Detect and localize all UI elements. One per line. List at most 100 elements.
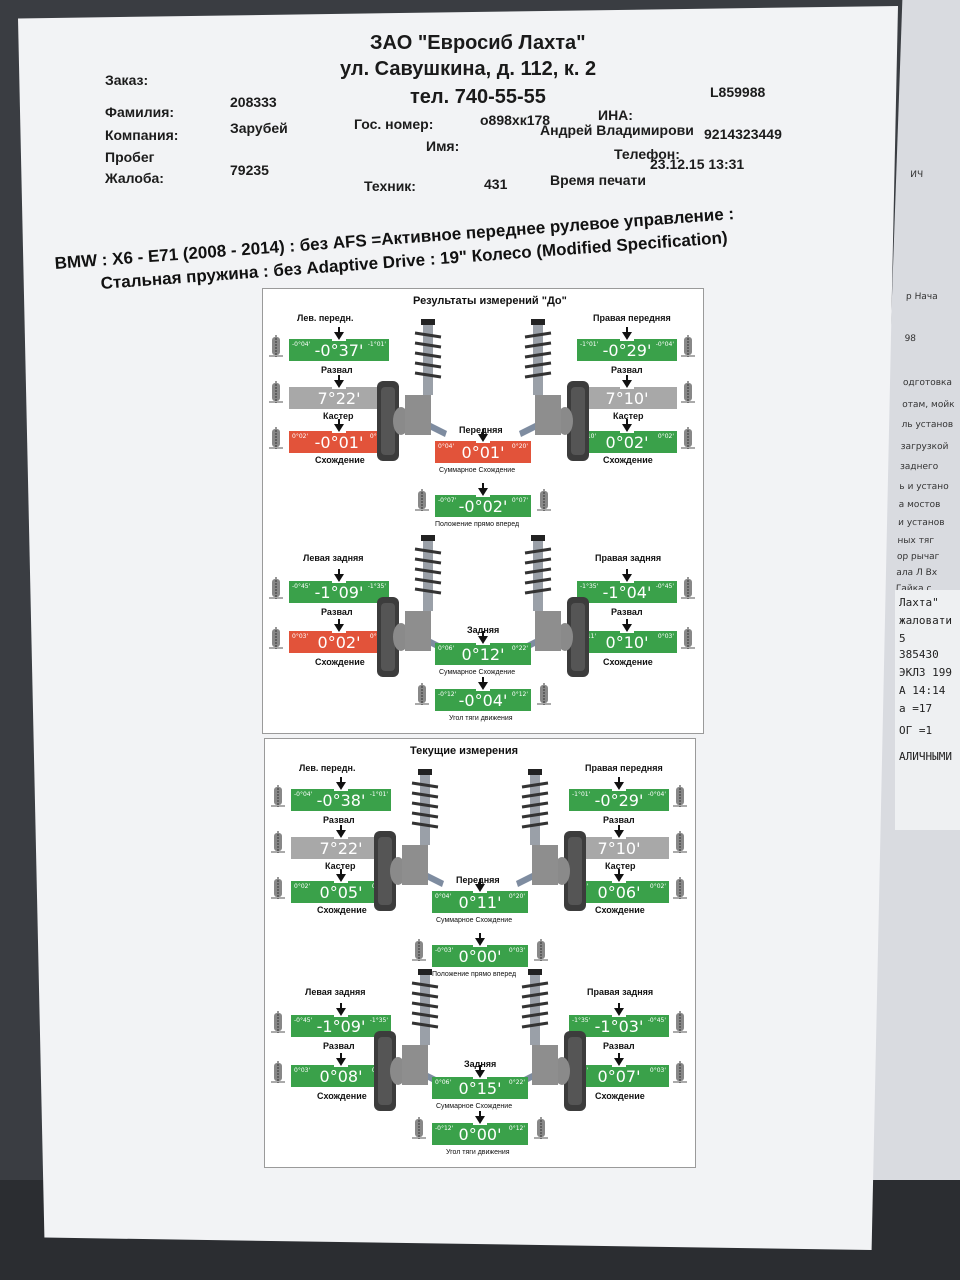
camber-wheel-icon [267,577,285,604]
panel-before: Результаты измерений "До"Лев. передн.Пра… [262,288,704,734]
side-paper-line: и установ [897,518,945,528]
rl-toe-gauge-value: 0°08' [319,1066,363,1086]
receipt-line: жаловати [899,614,952,627]
fl-caster-label: Кастер [325,861,356,871]
front-center-label: Передняя [459,425,503,435]
rear-center-label: Задняя [467,625,500,635]
camber-wheel-icon [671,1011,689,1038]
rl-camber-gauge: -1°09'-0°45'-1°35' [289,577,389,603]
indicator-arrow-icon [475,1116,485,1124]
panel-title: Текущие измерения [410,745,519,757]
mileage-value: 79235 [230,162,269,178]
indicator-arrow-icon [475,1070,485,1078]
gauge-min-limit: -0°07' [438,497,457,504]
indicator-arrow-stem [479,933,481,939]
gauge-min-limit: 0°03' [292,633,309,640]
gauge-max-limit: -1°01' [369,791,388,798]
rear-left-suspension [375,535,485,690]
caster-wheel-icon [267,381,285,408]
caster-wheel-icon [671,831,689,858]
fl-camber-gauge: -0°38'-0°04'-1°01' [291,785,391,811]
indicator-arrow-icon [614,1058,624,1066]
rear-left-label: Левая задняя [305,987,366,997]
rr-toe-label: Схождение [595,1091,645,1101]
indicator-arrow-stem [618,869,620,875]
gauge-min-limit: 0°04' [438,443,455,450]
rr-toe-gauge: 0°10'0°11'0°03' [577,627,677,653]
rear-right-suspension [478,969,588,1124]
toe-wheel-icon [671,877,689,904]
toe-wheel-icon-svg [681,627,695,649]
front-total-toe-gauge: 0°01'0°04'0°20' [435,437,531,463]
receipt-line: ОГ =1 [899,724,933,737]
front-total-toe-gauge: 0°11'0°04'0°20' [432,887,528,913]
thrust-angle-gauge-value: 0°00' [458,1124,502,1144]
straight-ahead-gauge: -0°02'-0°07'0°07' [435,491,531,517]
rl-toe-label: Схождение [315,657,365,667]
indicator-arrow-icon [336,782,346,790]
rear-total-toe-gauge: 0°12'0°06'0°22' [435,639,531,665]
company-label: Компания: [105,127,179,143]
indicator-arrow-stem [618,777,620,783]
caster-wheel-icon [269,831,287,858]
indicator-arrow-stem [482,429,484,435]
gauge-min-limit: -0°04' [294,791,313,798]
gauge-min-limit: -0°12' [438,691,457,698]
indicator-arrow-stem [340,1053,342,1059]
gauge-min-limit: -1°35' [572,1017,591,1024]
gauge-max-limit: 0°22' [508,1079,525,1086]
camber-wheel-icon [269,785,287,812]
thrust-angle-icon [532,1117,550,1144]
alignment-report-sheet: ЗАО "Евросиб Лахта" ул. Савушкина, д. 11… [18,6,898,1250]
toe-wheel-icon [679,427,697,454]
caster-wheel-icon-svg [269,381,283,403]
straight-ahead-label: Положение прямо вперед [435,521,520,528]
rear-right-strut-illustration [519,535,589,677]
indicator-arrow-icon [336,874,346,882]
gauge-max-limit: 0°02' [649,883,666,890]
camber-wheel-icon-svg [681,335,695,357]
gauge-min-limit: -0°45' [292,583,311,590]
side-paper-line: ь и устано [899,482,949,492]
side-paper-line: р Нача [905,292,938,302]
rr-camber-gauge-value: -1°03' [594,1016,644,1036]
rl-toe-label: Схождение [317,1091,367,1101]
name-value: Андрей Владимирови [540,122,694,138]
front-right-suspension [478,769,588,924]
rear-left-strut-illustration [377,535,447,677]
toe-wheel-icon [679,627,697,654]
straight-ahead-icon-svg [415,489,429,511]
toe-wheel-icon-svg [271,877,285,899]
company-name: ЗАО "Евросиб Лахта" [370,32,586,54]
complaint-label: Жалоба: [105,170,164,186]
indicator-arrow-stem [340,1003,342,1009]
fr-camber-gauge-value: -0°29' [602,340,652,360]
fr-caster-label: Кастер [613,411,644,421]
indicator-arrow-stem [479,1111,481,1117]
indicator-arrow-icon [622,574,632,582]
tech-label: Техник: [364,178,416,194]
gauge-min-limit: -0°12' [435,1125,454,1132]
rl-camber-label: Развал [323,1041,355,1051]
receipt-line: 5 [899,632,906,645]
receipt-line: 385430 [899,648,939,661]
receipt-line: АЛИЧНЫМИ [899,750,952,763]
gauge-min-limit: 0°06' [438,645,455,652]
indicator-arrow-stem [338,619,340,625]
toe-wheel-icon-svg [673,1061,687,1083]
rear-center-label: Задняя [464,1059,497,1069]
rl-toe-gauge: 0°02'0°03'0°11' [289,627,389,653]
indicator-arrow-stem [338,327,340,333]
indicator-arrow-icon [336,1058,346,1066]
gauge-min-limit: -0°03' [435,947,454,954]
side-paper-line: отам, мойк [902,400,955,410]
camber-wheel-icon [267,335,285,362]
fr-caster-gauge-value: 7°10' [605,388,649,408]
front-total-toe-gauge-value: 0°01' [461,442,505,462]
fr-camber-gauge: -0°29'-1°01'-0°04' [577,335,677,361]
camber-wheel-icon [269,1011,287,1038]
camber-wheel-icon-svg [673,1011,687,1033]
thrust-angle-gauge: 0°00'-0°12'0°12' [432,1119,528,1145]
fr-toe-label: Схождение [595,905,645,915]
receipt-line: а =17 [899,702,933,715]
